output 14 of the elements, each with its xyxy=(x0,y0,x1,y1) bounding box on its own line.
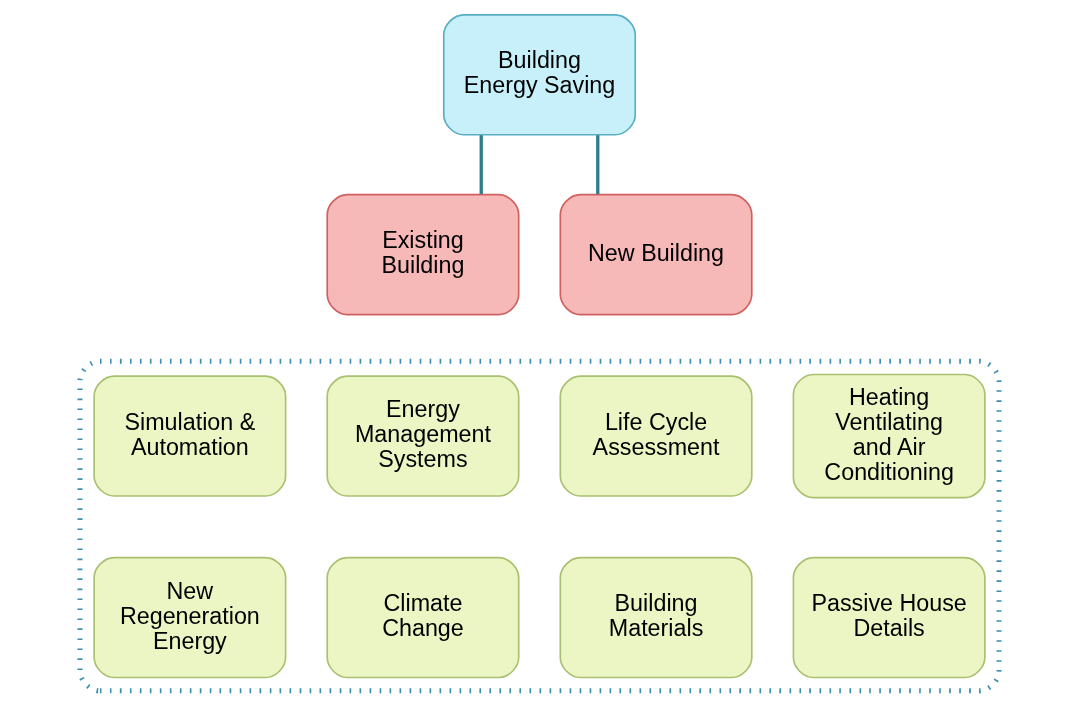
node-box: Life Cycle Assessment xyxy=(559,375,753,497)
cluster xyxy=(77,358,1002,694)
node-box: Building Energy Saving xyxy=(442,14,637,136)
node-box: Passive House Details xyxy=(792,556,986,679)
node-box: Climate Change xyxy=(326,556,520,679)
connector xyxy=(479,135,483,195)
node-box: New Building xyxy=(559,193,753,316)
connector xyxy=(596,135,600,195)
node-box: Simulation & Automation xyxy=(93,375,287,497)
node-box: Building Materials xyxy=(559,556,753,679)
node-box: Heating Ventilating and Air Conditioning xyxy=(792,373,986,499)
node-box: Energy Management Systems xyxy=(326,375,520,497)
node-box: Existing Building xyxy=(326,193,520,316)
node-box: New Regeneration Energy xyxy=(93,556,287,679)
